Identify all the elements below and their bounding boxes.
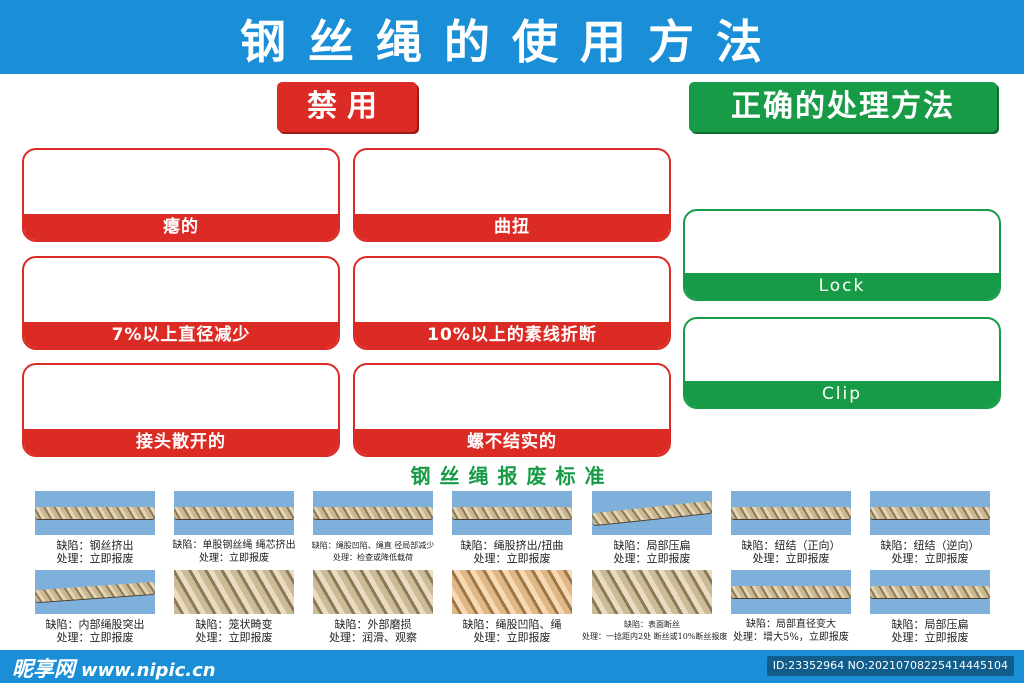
defect-caption: 缺陷：绳股凹陷、绳直 径局部减少处理：检查或降低载荷 [311, 541, 435, 562]
ban-section-label: 禁用 [277, 82, 417, 132]
ban-card-label: 曲扭 [355, 214, 669, 240]
title-bar: 钢丝绳的使用方法 [0, 0, 1024, 74]
defect-caption: 缺陷：局部直径变大处理：增大5%，立即报废 [733, 619, 849, 643]
defect-caption: 缺陷：单股钢丝绳 绳芯挤出处理：立即报废 [172, 540, 296, 564]
site-logo[interactable]: 昵享网 www.nipic.cn [12, 653, 216, 683]
rope-photo [870, 491, 990, 535]
rope-photo [592, 570, 712, 614]
standard-title: 钢丝绳报废标准 [410, 464, 614, 488]
defect-caption: 缺陷：笼状畸变处理：立即报废 [195, 618, 273, 644]
rope-photo [870, 570, 990, 614]
rope-photo [313, 570, 433, 614]
correct-card-label: Lock [685, 273, 999, 299]
ban-card: 瘪的 [22, 148, 340, 242]
defect-caption: 缺陷：内部绳股突出处理：立即报废 [45, 618, 145, 644]
ban-card: 接头散开的 [22, 363, 340, 457]
defect-caption: 缺陷：绳股凹陷、绳处理：立即报废 [462, 618, 562, 644]
rope-photo [731, 570, 851, 614]
ban-card: 曲扭 [353, 148, 671, 242]
rope-photo [452, 570, 572, 614]
ban-card: 螺不结实的 [353, 363, 671, 457]
rope-photo [174, 491, 294, 535]
logo-text: 昵享网 [12, 657, 75, 681]
rope-photo [313, 491, 433, 535]
defect-caption: 缺陷：表面断丝处理：一捻距内2处 断丝或10%断丝报废 [582, 620, 728, 641]
page-title: 钢丝绳的使用方法 [240, 15, 784, 69]
rope-photo [731, 491, 851, 535]
ban-card-label: 瘪的 [24, 214, 338, 240]
defect-caption: 缺陷：纽结（正向）处理：立即报废 [741, 539, 841, 565]
ban-card-label: 螺不结实的 [355, 429, 669, 455]
ban-card: 10%以上的素线折断 [353, 256, 671, 350]
site-url[interactable]: www.nipic.cn [81, 660, 216, 681]
defect-caption: 缺陷：绳股挤出/扭曲处理：立即报废 [460, 539, 564, 565]
rope-photo [35, 491, 155, 535]
correct-card-label: Clip [685, 381, 999, 407]
footer-bar: 昵享网 www.nipic.cn ID:23352964 NO:202107082… [0, 650, 1024, 683]
defect-caption: 缺陷：局部压扁处理：立即报废 [613, 539, 691, 565]
rope-photo [592, 491, 712, 535]
ban-card-label: 7%以上直径减少 [24, 322, 338, 348]
ban-card: 7%以上直径减少 [22, 256, 340, 350]
defect-caption: 缺陷：钢丝挤出处理：立即报废 [56, 539, 134, 565]
defect-caption: 缺陷：外部磨损处理：润滑、观察 [329, 618, 417, 644]
ban-card-label: 10%以上的素线折断 [355, 322, 669, 348]
defect-caption: 缺陷：局部压扁处理：立即报废 [891, 618, 969, 644]
rope-photo [452, 491, 572, 535]
correct-card: Lock [683, 209, 1001, 301]
correct-card: Clip [683, 317, 1001, 409]
rope-photo [174, 570, 294, 614]
correct-section-label: 正确的处理方法 [689, 82, 997, 132]
rope-photo [35, 570, 155, 614]
defect-caption: 缺陷：纽结（逆向）处理：立即报废 [880, 539, 980, 565]
image-id-stamp: ID:23352964 NO:20210708225414445104 [766, 656, 1014, 676]
ban-card-label: 接头散开的 [24, 429, 338, 455]
